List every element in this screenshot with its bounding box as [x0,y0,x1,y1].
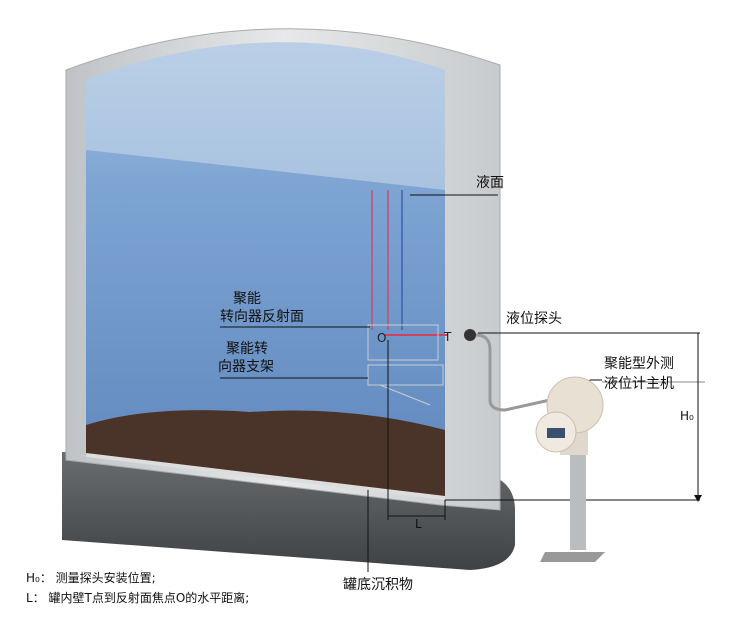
point-t-label: T [444,330,452,344]
l-label: L [415,517,422,531]
liquid-surface-label: 液面 [476,175,504,191]
host-label-1: 聚能型外测 [604,356,674,372]
vapor-space [86,42,445,190]
legend-l: L： 罐内壁T点到反射面焦点O的水平距离; [26,591,250,605]
sediment-label: 罐底沉积物 [343,577,413,593]
reflector-label-1: 聚能 [233,291,261,307]
probe [464,329,476,341]
sediment [86,410,445,498]
level-meter-host [535,376,605,562]
reflector-bracket [367,324,444,406]
h0-label: H₀ [680,409,694,423]
legend-h0: H₀： 测量探头安装位置; [26,571,156,585]
probe-label: 液位探头 [506,311,562,327]
point-o-label: O [377,331,387,345]
host-label-2: 液位计主机 [604,376,674,392]
reflector-label-2: 转向器反射面 [220,309,304,325]
bracket-label-1: 聚能转 [226,341,268,357]
bracket-label-2: 向器支架 [218,359,274,375]
